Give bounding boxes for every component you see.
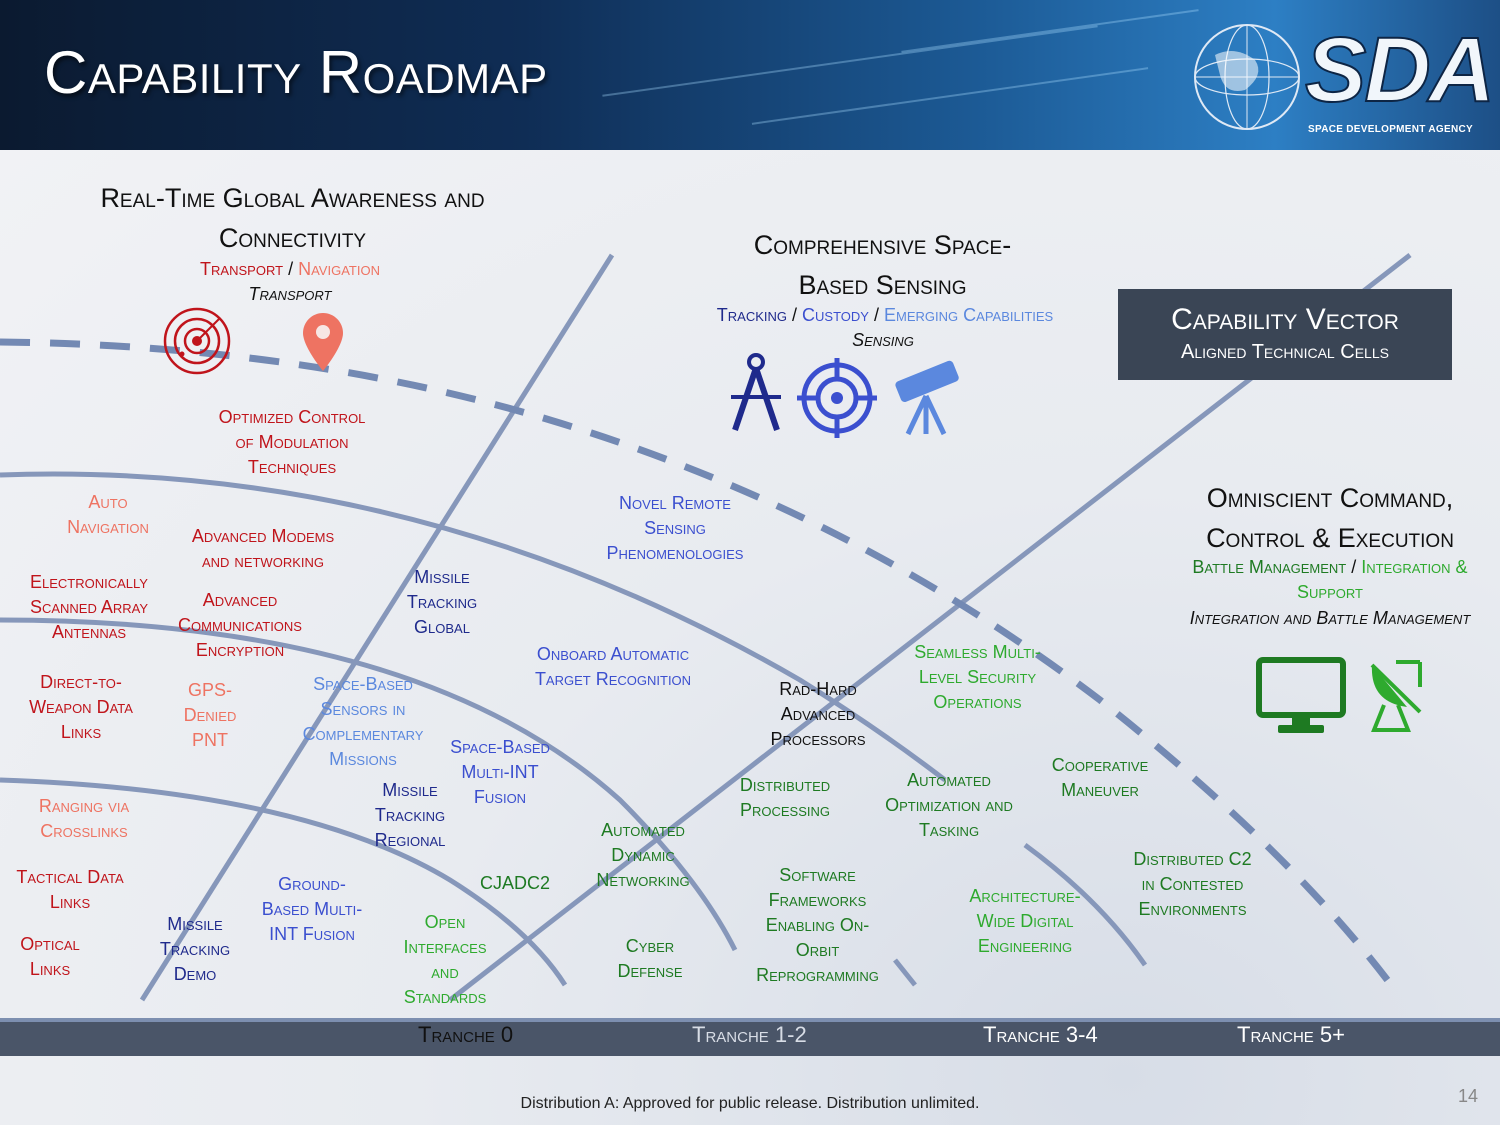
transport-cell: Transport xyxy=(248,284,332,304)
command-subtitle: Battle Management / Integration & Suppor… xyxy=(1192,557,1468,602)
arc-3 xyxy=(0,777,568,987)
capability-vector-box: Capability Vector Aligned Technical Cell… xyxy=(1118,289,1452,380)
command-heading: Omniscient Command, Control & Execution xyxy=(1206,483,1454,553)
tranche-bar xyxy=(0,1018,1500,1056)
globe-logo-icon xyxy=(1194,24,1300,130)
arc-1 xyxy=(0,471,947,782)
sensing-heading: Comprehensive Space- Based Sensing xyxy=(753,230,1012,300)
arc-2 xyxy=(0,617,738,952)
arc-1b xyxy=(1023,842,1148,967)
page-number: 14 xyxy=(1458,1086,1479,1106)
arc-2b xyxy=(893,958,917,987)
transport-subtitle: Transport / Navigation xyxy=(200,259,380,279)
satellite-dish-icon xyxy=(1370,660,1422,732)
logo-text: SDA xyxy=(1304,18,1496,122)
tranche-1-2-label: Tranche 1-2 xyxy=(692,1022,807,1047)
logo-subtitle: SPACE DEVELOPMENT AGENCY xyxy=(1308,124,1473,135)
tranche-5-label: Tranche 5+ xyxy=(1237,1022,1345,1047)
sensing-cell: Sensing xyxy=(852,330,914,350)
crosshair-icon xyxy=(797,358,877,438)
radar-icon xyxy=(163,307,231,375)
item-ground-multi-int: Ground-Based Multi-INT Fusion xyxy=(261,874,363,944)
page-title: Capability Roadmap xyxy=(44,39,548,106)
tranche-0-label: Tranche 0 xyxy=(418,1022,514,1047)
location-pin-icon xyxy=(303,313,343,371)
item-cjadc2: CJADC2 xyxy=(479,873,550,893)
monitor-icon xyxy=(1256,657,1346,733)
transport-heading: Real-Time Global Awareness and Connectiv… xyxy=(100,183,485,253)
tranche-3-4-label: Tranche 3-4 xyxy=(983,1022,1098,1047)
dashed-horizon xyxy=(0,338,1398,993)
telescope-icon xyxy=(895,360,959,436)
sensing-subtitle: Tracking / Custody / Emerging Capabiliti… xyxy=(716,305,1054,325)
vector-line-tranche0 xyxy=(139,253,615,1002)
command-cell: Integration and Battle Management xyxy=(1189,608,1471,628)
compass-icon xyxy=(731,353,781,431)
header-banner: Capability Roadmap SDA SPACE DEVELOPMENT… xyxy=(0,0,1500,150)
distribution-footer: Distribution A: Approved for public rele… xyxy=(520,1095,980,1112)
